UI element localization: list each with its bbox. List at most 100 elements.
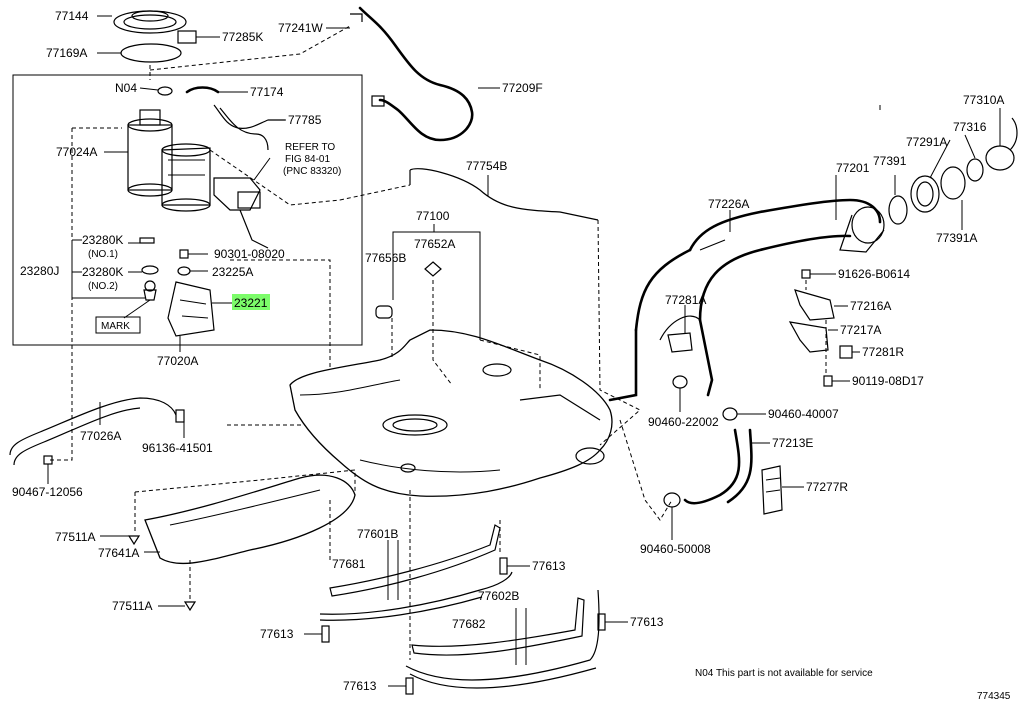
bolt-90119 xyxy=(823,375,850,387)
label-23280K-1: 23280K xyxy=(82,233,123,247)
label-77601B: 77601B xyxy=(357,527,398,541)
connector-77285K xyxy=(177,30,220,44)
strap-77601B xyxy=(319,524,513,621)
fuel-tank-77100 xyxy=(289,329,613,497)
label-77241W: 77241W xyxy=(278,21,323,35)
bolt-77613-c xyxy=(597,613,628,631)
vent-tube-77754B xyxy=(409,168,599,221)
clip-90467 xyxy=(43,455,53,484)
cap-77316 xyxy=(966,158,984,182)
label-77316: 77316 xyxy=(953,120,987,134)
clip-90460-50008 xyxy=(663,492,681,540)
label-90301: 90301-08020 xyxy=(214,247,285,261)
cap-ring-77291A xyxy=(910,175,940,213)
label-77391: 77391 xyxy=(873,154,907,168)
bolt-77613-d xyxy=(388,677,414,695)
bracket-77216A xyxy=(794,289,848,321)
clip-23280K-no1 xyxy=(139,237,155,244)
label-96136: 96136-41501 xyxy=(142,441,213,455)
pad-77652A xyxy=(424,261,442,277)
label-90467: 90467-12056 xyxy=(12,485,83,499)
label-refer-3: (PNC 83320) xyxy=(283,166,341,177)
label-77754B: 77754B xyxy=(466,159,507,173)
pad-77656B xyxy=(375,305,393,319)
protector-77641A xyxy=(144,474,356,565)
label-23280K-2: 23280K xyxy=(82,265,123,279)
retainer-ring-77144 xyxy=(113,10,187,34)
oring-23280K-no2 xyxy=(141,265,159,275)
clamp-77281R xyxy=(839,345,860,359)
label-77785: 77785 xyxy=(288,113,322,127)
label-N04: N04 xyxy=(115,81,137,95)
label-77217A: 77217A xyxy=(840,323,881,337)
bolt-91626 xyxy=(801,269,836,279)
label-refer-2: FIG 84-01 xyxy=(285,154,330,165)
figure-number: 774345 xyxy=(977,691,1011,702)
gasket-77391A xyxy=(940,166,966,200)
filler-pipe-77201 xyxy=(634,198,885,341)
part-labels: 77144 77285K 77241W 77169A 77209F N04 77… xyxy=(12,9,1011,702)
service-note: N04 This part is not available for servi… xyxy=(695,668,873,679)
label-77641A: 77641A xyxy=(98,546,139,560)
label-refer-1: REFER TO xyxy=(285,142,335,153)
clip-77511A-2 xyxy=(183,601,197,612)
label-77020A: 77020A xyxy=(157,354,198,368)
clip-90460-22002 xyxy=(672,375,688,412)
label-77169A: 77169A xyxy=(46,46,87,60)
gasket-77391 xyxy=(888,195,908,225)
label-mark: MARK xyxy=(101,321,130,332)
seal-23225A xyxy=(177,266,208,276)
label-23280J: 23280J xyxy=(20,264,59,278)
label-no2: (NO.2) xyxy=(88,281,118,292)
bolt-77613-b xyxy=(304,625,330,643)
clip-77511A-1 xyxy=(127,535,141,546)
label-77026A: 77026A xyxy=(80,429,121,443)
label-77613-3: 77613 xyxy=(630,615,664,629)
label-77291A: 77291A xyxy=(906,135,947,149)
bracket-23280J xyxy=(71,239,145,299)
label-77613-4: 77613 xyxy=(343,679,377,693)
label-77310A: 77310A xyxy=(963,93,1004,107)
label-77511A-2: 77511A xyxy=(112,599,152,613)
clamp-77174 xyxy=(185,86,248,94)
label-77144: 77144 xyxy=(55,9,89,23)
check-valve-mark xyxy=(123,280,157,319)
protector-77277R xyxy=(761,465,804,515)
mark-box xyxy=(95,316,141,334)
sender-gauge xyxy=(213,157,271,249)
wiring-77785 xyxy=(213,104,285,151)
label-77656B: 77656B xyxy=(365,251,406,265)
breather-hose-77209F xyxy=(350,6,474,142)
label-77391A: 77391A xyxy=(936,231,977,245)
bracket-77217A xyxy=(788,321,838,353)
highlight-23221 xyxy=(232,294,270,310)
bolt-90301 xyxy=(179,249,208,259)
label-77100: 77100 xyxy=(416,209,450,223)
tube-77026A xyxy=(9,397,185,466)
label-90460-22002: 90460-22002 xyxy=(648,415,719,429)
label-77216A: 77216A xyxy=(850,299,891,313)
label-77681: 77681 xyxy=(332,557,366,571)
label-77209F: 77209F xyxy=(502,81,543,95)
label-90119: 90119-08D17 xyxy=(852,374,924,388)
label-77602B: 77602B xyxy=(478,589,519,603)
label-23221: 23221 xyxy=(234,296,268,310)
clamp-77281A xyxy=(667,305,693,353)
fuel-filter-23221 xyxy=(167,281,232,337)
label-77613-1: 77613 xyxy=(532,559,566,573)
label-77201: 77201 xyxy=(836,161,870,175)
label-77024A: 77024A xyxy=(56,145,97,159)
label-90460-50008: 90460-50008 xyxy=(640,542,711,556)
hose-77213E xyxy=(683,428,770,505)
label-77277R: 77277R xyxy=(806,480,848,494)
fuel-cap-77310A xyxy=(985,117,1018,171)
clip-90460-40007 xyxy=(722,407,766,421)
label-77226A: 77226A xyxy=(708,197,749,211)
label-91626: 91626-B0614 xyxy=(838,267,910,281)
gasket-77169A xyxy=(120,43,182,63)
label-no1: (NO.1) xyxy=(88,249,118,260)
label-77613-2: 77613 xyxy=(260,627,294,641)
label-23225A: 23225A xyxy=(212,265,253,279)
